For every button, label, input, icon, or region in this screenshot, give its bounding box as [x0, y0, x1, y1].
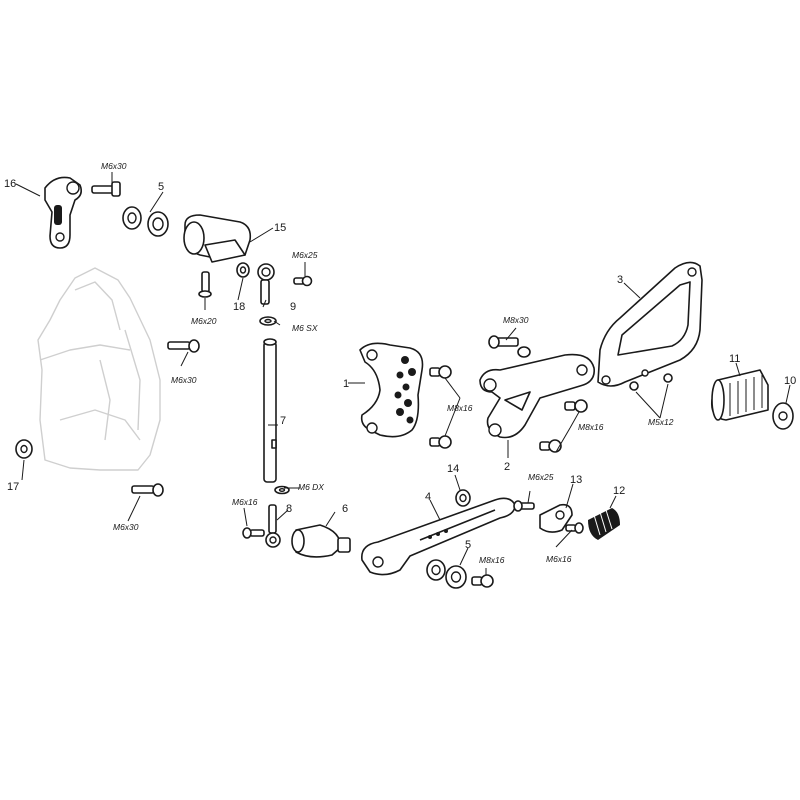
spec-m6x20: M6x20 [191, 316, 217, 326]
callout-13: 13 [570, 474, 582, 486]
part-15-bracket [183, 214, 252, 263]
part-5-bearings-lower [426, 559, 467, 589]
screw-m5x12-pair [629, 373, 673, 391]
callout-5-lower: 5 [465, 539, 471, 551]
part-7-rod [263, 338, 277, 483]
spec-m6-sx: M6 SX [292, 323, 318, 333]
callout-4: 4 [425, 491, 431, 503]
spec-m6x30-top: M6x30 [101, 161, 127, 171]
spec-m8x16-a: M8x16 [447, 403, 473, 413]
part-3-heel-guard [597, 261, 703, 387]
part-17-washer [15, 439, 33, 459]
part-18-washer [236, 262, 250, 278]
spec-m8x16-c: M8x16 [479, 555, 505, 565]
spec-m8x30: M8x30 [503, 315, 529, 325]
spec-m6x16-a: M6x16 [232, 497, 258, 507]
part-10-end-cap [772, 402, 794, 430]
callout-labels: 16 5 15 18 9 1 3 11 10 7 2 17 14 4 13 12… [4, 178, 796, 551]
spec-m6x25-top: M6x25 [292, 250, 318, 260]
callout-3: 3 [617, 274, 623, 286]
ghost-frame-outline [37, 267, 161, 471]
callout-15: 15 [274, 222, 286, 234]
bolt-m6x30-mid [167, 339, 200, 353]
spec-m6x30-bottom: M6x30 [113, 522, 139, 532]
part-13-clevis [539, 503, 573, 533]
part-14-spacer [455, 489, 471, 507]
spec-m8x16-b: M8x16 [578, 422, 604, 432]
spec-m6x30-mid: M6x30 [171, 375, 197, 385]
bolt-m6x30-bottom [131, 483, 164, 497]
callout-17: 17 [7, 481, 19, 493]
callout-12: 12 [613, 485, 625, 497]
part-16-arm [44, 176, 82, 249]
part-12-shift-rubber [588, 508, 620, 540]
spec-m6-dx: M6 DX [298, 482, 324, 492]
leader-lines [15, 172, 791, 575]
spec-m6x16-b: M6x16 [546, 554, 572, 564]
spec-m5x12: M5x12 [648, 417, 674, 427]
nut-m6-sx [259, 316, 277, 326]
spec-labels: M6x30 M6x25 M6x20 M6 SX M8x30 M6x30 M8x1… [101, 161, 674, 565]
bolt-m6x30-top [91, 181, 121, 197]
bolt-m6x16-left [242, 527, 265, 539]
callout-8: 8 [286, 503, 292, 515]
part-6-spacer [291, 524, 351, 558]
callout-6: 6 [342, 503, 348, 515]
bolt-m8x16-pair [429, 365, 452, 449]
callout-14: 14 [447, 463, 459, 475]
callout-2: 2 [504, 461, 510, 473]
callout-16: 16 [4, 178, 16, 190]
callout-5-top: 5 [158, 181, 164, 193]
bolt-m8x16-lower [471, 574, 494, 588]
bolt-m8x16-near-2 [539, 399, 588, 453]
part-11-footpeg [710, 369, 769, 421]
bolt-m6x16-right [565, 522, 584, 534]
callout-1: 1 [343, 378, 349, 390]
bolt-m6x25-top [293, 275, 313, 287]
part-1-plate [359, 342, 424, 438]
bolt-m6x25-lower [513, 500, 535, 512]
callout-11: 11 [729, 353, 740, 365]
bolt-m6x20 [198, 271, 212, 298]
part-8-rod-end [265, 504, 281, 548]
part-9-rod-end [257, 263, 275, 305]
part-5-bearings-top [122, 206, 169, 237]
callout-18: 18 [233, 301, 245, 313]
callout-7: 7 [280, 415, 286, 427]
spec-m6x25-b: M6x25 [528, 472, 554, 482]
callout-9: 9 [290, 301, 296, 313]
callout-10: 10 [784, 375, 796, 387]
bolt-m8x30 [488, 335, 531, 358]
part-2-bracket [479, 353, 596, 439]
